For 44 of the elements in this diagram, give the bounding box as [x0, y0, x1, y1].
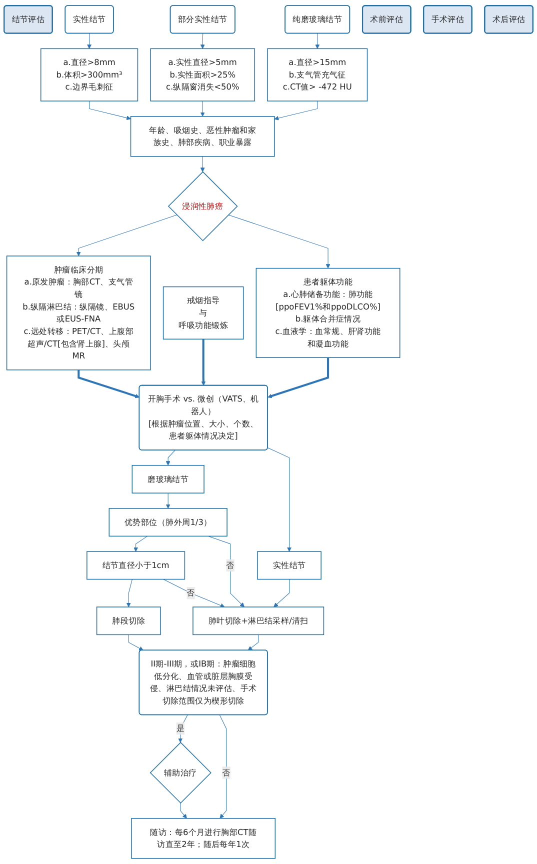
- node-diamond: 浸润性肺癌: [168, 171, 238, 242]
- node-box: 随访：每6个月进行胸部CT随访直至2年；随后每年1次: [131, 818, 276, 859]
- arrow: [166, 450, 176, 466]
- arrow: [267, 448, 292, 552]
- arrow: [228, 214, 330, 268]
- arrow: [180, 802, 187, 819]
- node-box: 患者躯体功能 a.心肺储备功能：肺功能[ppoFEV1%和ppoDLCO%] b.躯体合并症情况 c.血液学：血常规、肝肾功能和凝血功能: [256, 268, 400, 358]
- node-box: 优势部位（肺外周1/3）: [108, 508, 228, 537]
- arrow: [208, 536, 245, 608]
- arrow: [200, 100, 205, 117]
- edge-label: 否: [226, 560, 234, 570]
- node-box: 戒烟指导 与 呼吸功能锻炼: [162, 286, 244, 340]
- node-box: 肿瘤临床分期 a.原发肿瘤：胸部CT、支气管镜 b.纵隔淋巴结：纵隔镜、EBUS或EUS-FNA c.远处转移：PET/CT、上腹部超声/CT[包含肾上腺]、头颅MR: [6, 256, 151, 370]
- arrow: [134, 536, 148, 552]
- arrow: [87, 33, 92, 49]
- node-box: 结节直径小于1cm: [86, 551, 186, 580]
- arrow: [219, 714, 227, 819]
- edge-label: 否: [222, 768, 230, 778]
- arrow: [274, 100, 318, 120]
- arrow: [126, 579, 132, 608]
- edge-label: 否: [186, 588, 195, 598]
- arrow: [200, 156, 205, 172]
- arrow: [128, 634, 144, 651]
- arrow: [89, 100, 131, 120]
- arrow: [200, 33, 205, 49]
- arrow: [248, 634, 259, 651]
- node-diamond: 辅助治疗: [150, 742, 212, 804]
- node-box: 磨玻璃结节: [132, 464, 204, 494]
- arrow: [78, 370, 140, 398]
- arrow: [76, 214, 178, 256]
- node-box: a.直径>8mm b.体积>300mm³ c.边界毛刺征: [40, 48, 138, 102]
- node-box: a.实性直径>5mm b.实性面积>25% c.纵隔窗消失<50%: [150, 48, 256, 102]
- arrow: [315, 33, 320, 49]
- arrow: [274, 579, 290, 608]
- node-box: 肺段切除: [96, 606, 161, 636]
- arrow: [201, 339, 206, 386]
- arrow: [163, 579, 225, 608]
- arrow: [268, 358, 330, 398]
- node-box: 年龄、吸烟史、恶性肿瘤和家族史、肺部疾病、职业暴露: [130, 116, 275, 157]
- edge-label: 是: [176, 723, 184, 734]
- node-box: a.直径>15mm b.支气管充气征 c.CT值> -472 HU: [267, 48, 368, 102]
- node-box: 肺叶切除+淋巴结采样/清扫: [192, 606, 324, 636]
- node-box: 实性结节: [257, 551, 322, 580]
- arrow: [166, 492, 170, 509]
